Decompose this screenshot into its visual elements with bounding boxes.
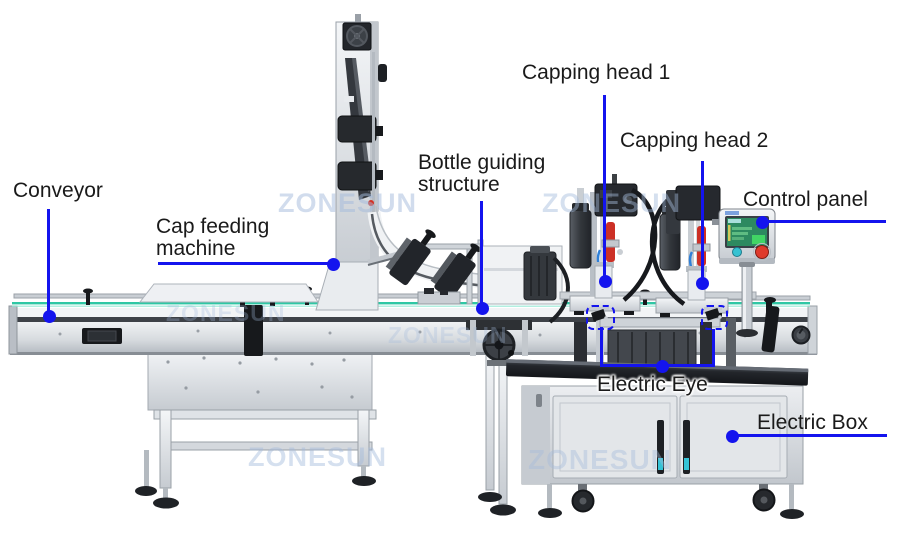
capping-station-base bbox=[574, 317, 736, 370]
caster-wheel bbox=[571, 484, 776, 513]
leader-line-bottle-guiding-structure bbox=[480, 201, 483, 304]
leader-dot-cap-feeding-machine bbox=[327, 258, 340, 271]
leader-line-capping-head-2 bbox=[701, 161, 704, 279]
label-cap-feeding-machine: Cap feeding machine bbox=[156, 215, 270, 261]
label-capping-head-2: Capping head 2 bbox=[620, 129, 769, 152]
leveling-foot bbox=[538, 484, 804, 519]
handwheel-adjuster bbox=[466, 320, 532, 366]
leader-dot-electric-eye bbox=[656, 360, 669, 373]
rail-clamp bbox=[83, 286, 780, 356]
label-conveyor: Conveyor bbox=[13, 179, 103, 202]
label-control-panel: Control panel bbox=[743, 188, 868, 211]
leader-dot-electric-box bbox=[726, 430, 739, 443]
control-panel-unit bbox=[712, 208, 776, 337]
label-electric-box: Electric Box bbox=[757, 411, 868, 434]
electric-eye-sensors bbox=[589, 307, 722, 322]
leader-dot-bottle-guiding-structure bbox=[476, 302, 489, 315]
bottle-guiding-structure bbox=[367, 229, 484, 305]
leader-bracket-electric-eye-right bbox=[712, 329, 715, 367]
label-electric-eye: Electric Eye bbox=[597, 373, 708, 396]
leader-line-control-panel bbox=[766, 220, 886, 223]
leader-dot-control-panel bbox=[756, 216, 769, 229]
label-bottle-guiding-structure: Bottle guiding structure bbox=[418, 151, 546, 197]
conveyor-support-legs bbox=[478, 351, 516, 516]
leader-line-conveyor bbox=[47, 209, 50, 311]
leader-line-cap-feeding-machine bbox=[158, 262, 328, 265]
leader-dot-capping-head-1 bbox=[599, 275, 612, 288]
leader-dot-capping-head-2 bbox=[696, 277, 709, 290]
caps-tray bbox=[138, 283, 319, 303]
electric-eye-highlight-box-2 bbox=[701, 305, 728, 330]
cap-feeder-tower bbox=[315, 14, 387, 311]
cap-feeder-table bbox=[135, 347, 377, 509]
leader-dot-conveyor bbox=[43, 310, 56, 323]
conveyor-drive-unit bbox=[479, 245, 570, 324]
leader-bracket-electric-eye-left bbox=[600, 327, 603, 366]
leader-line-electric-box bbox=[736, 434, 887, 437]
leader-line-capping-head-1 bbox=[603, 95, 606, 277]
label-capping-head-1: Capping head 1 bbox=[522, 61, 671, 84]
